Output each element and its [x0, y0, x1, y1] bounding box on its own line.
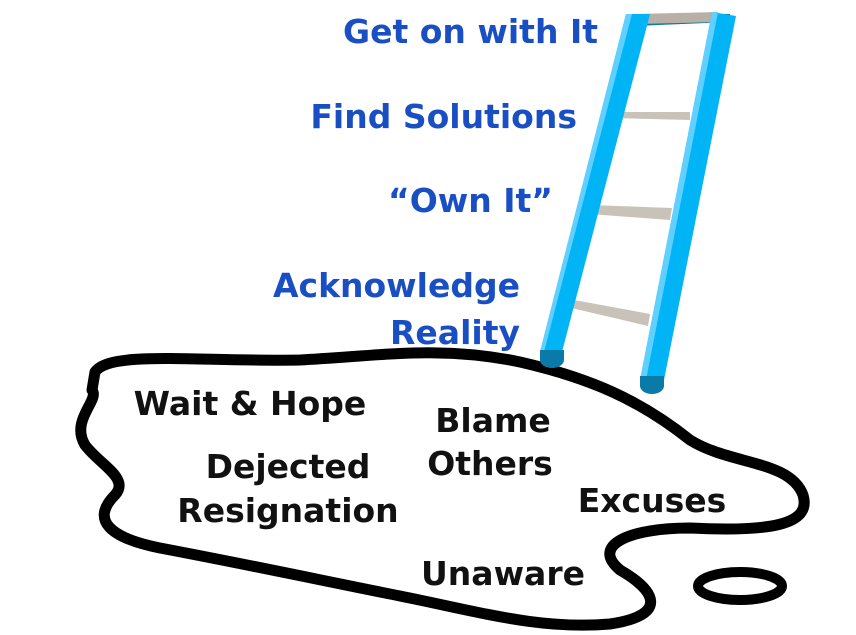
- ladder-icon: [540, 12, 736, 394]
- puddle-outline: [75, 347, 810, 631]
- step-own-it: “Own It”: [388, 181, 553, 220]
- puddle-dejected: Dejected: [206, 447, 371, 486]
- puddle-blame: Blame: [435, 401, 551, 440]
- step-acknowledge: Acknowledge: [273, 266, 520, 305]
- step-reality: Reality: [390, 313, 520, 352]
- step-find-solutions: Find Solutions: [310, 97, 577, 136]
- step-get-on-with-it: Get on with It: [343, 12, 598, 51]
- puddle-unaware: Unaware: [421, 554, 585, 593]
- puddle-resignation: Resignation: [177, 491, 398, 530]
- puddle-excuses: Excuses: [578, 481, 727, 520]
- puddle-others: Others: [427, 444, 553, 483]
- small-puddle: [693, 567, 787, 605]
- puddle-wait-hope: Wait & Hope: [134, 384, 367, 423]
